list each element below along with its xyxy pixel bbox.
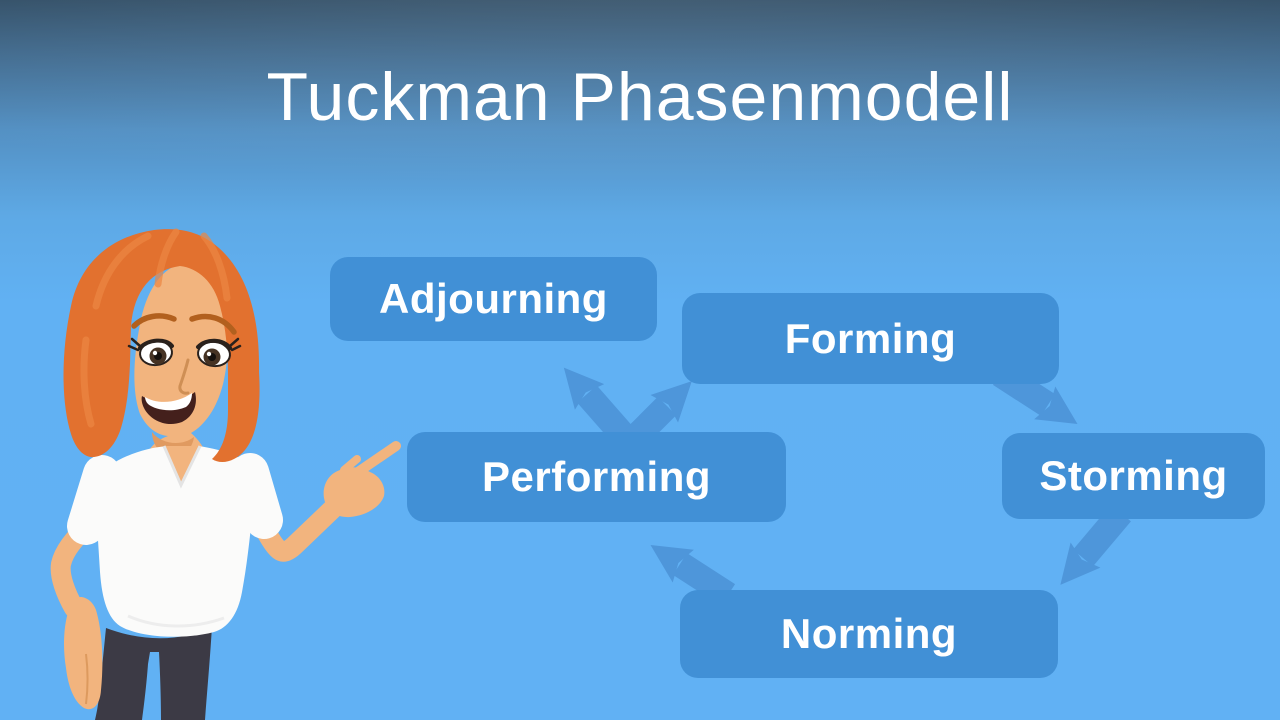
stage-box-adjourning: Adjourning [330, 257, 657, 341]
stage-box-performing: Performing [407, 432, 786, 522]
arrow-norming-to-performing [650, 544, 736, 606]
thumb [340, 455, 361, 474]
eyebrows [131, 313, 237, 335]
hem-crease [127, 614, 225, 628]
presenter-hair [63, 228, 260, 462]
stage-box-forming: Forming [682, 293, 1059, 384]
collar-edge [162, 445, 202, 489]
hair-highlights [80, 228, 231, 428]
pointing-hand [323, 441, 401, 518]
presenter-face [127, 313, 242, 425]
nose [178, 358, 190, 395]
stage-box-storming: Storming [1002, 433, 1265, 519]
eyelashes [127, 337, 242, 352]
presenter-shirt [67, 445, 283, 637]
mouth [141, 392, 196, 425]
presenter-character [50, 228, 401, 720]
page-title: Tuckman Phasenmodell [266, 59, 1014, 135]
presenter-pants [95, 626, 212, 720]
index-finger [353, 441, 401, 477]
vneck-skin [164, 446, 200, 485]
eyes [127, 337, 242, 368]
stage-box-norming: Norming [680, 590, 1058, 678]
arrow-storming-to-norming [1060, 504, 1131, 585]
eyelids [138, 338, 232, 350]
hip-hand [64, 596, 103, 710]
